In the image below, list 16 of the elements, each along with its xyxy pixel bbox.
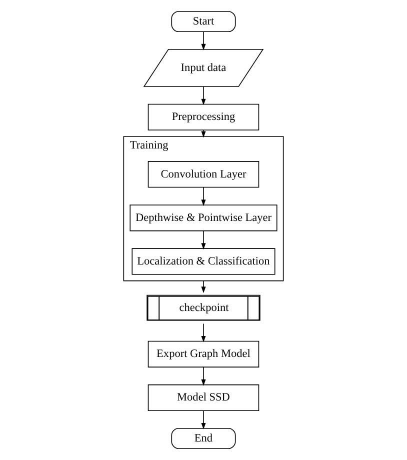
node-box: Model SSD	[148, 384, 260, 412]
arrow	[201, 31, 206, 50]
arrow	[201, 323, 206, 342]
arrow	[201, 366, 206, 386]
node-box: Preprocessing	[148, 104, 260, 130]
node-box: Convolution Layer	[148, 161, 260, 188]
arrow	[201, 410, 206, 430]
node-box: Start	[171, 11, 236, 32]
node-box: Depthwise & Pointwise Layer	[130, 204, 278, 232]
arrow	[201, 186, 206, 206]
arrow	[201, 280, 206, 294]
node-box: Localization & Classification	[132, 248, 276, 275]
arrow	[201, 86, 206, 106]
node-box: End	[171, 428, 236, 449]
node-box: Export Graph Model	[148, 340, 260, 368]
arrow	[201, 230, 206, 250]
